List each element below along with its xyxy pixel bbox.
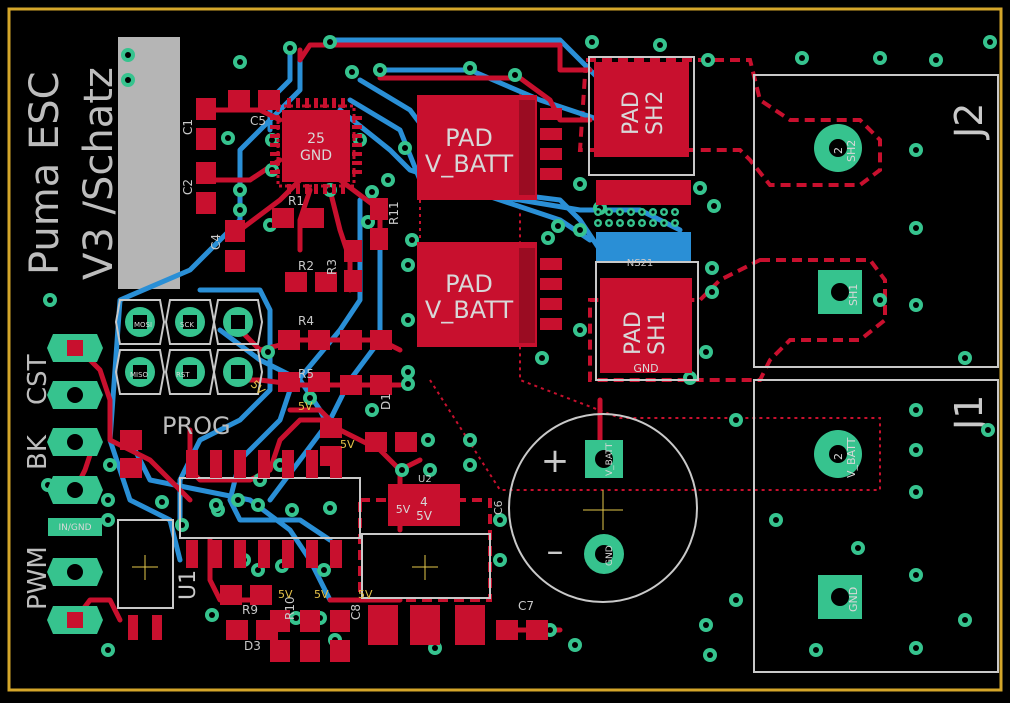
cap-minus: – (547, 531, 564, 571)
net-5v-2: 5V (340, 438, 355, 451)
pad-sh1-gnd: GND (633, 362, 658, 375)
left-header: CST BK PWM IN/GND (23, 334, 103, 634)
terminal-gnd: GND (818, 575, 862, 619)
j2-outline (753, 74, 999, 368)
pad-vbatt-bottom-line2: V_BATT (425, 296, 514, 324)
smd-components (120, 90, 548, 662)
u2-pin: 4 (420, 495, 428, 509)
ic-net: GND (300, 148, 332, 164)
prog-mosi: MOSI (134, 321, 152, 329)
c4-label: C4 (209, 234, 223, 250)
refdes-labels: C1 C2 C4 C5 C7 C8 R1 R2 R3 R4 R5 R9 R10 … (181, 114, 534, 653)
board-title-line1: Puma ESC (22, 71, 68, 275)
pwm-label: PWM (23, 546, 53, 610)
pad-sh2-line1: PAD (619, 91, 644, 135)
c8-label: C8 (349, 604, 363, 620)
j1-outline (753, 379, 999, 673)
u1-component: U1 (117, 519, 201, 640)
prog-rst: RST (176, 371, 190, 379)
r1-label: R1 (288, 194, 304, 208)
prog-sck: SCK (180, 321, 194, 329)
r3-label: R3 (325, 259, 339, 275)
r11-label: R11 (387, 201, 401, 225)
net-5v-5: 5V (358, 588, 373, 601)
net-5v-3: 5V (278, 588, 293, 601)
terminal-vbatt-label: V_BATT (845, 437, 858, 478)
net-labels: 5V 5V 5V 5V 5V 5V (248, 378, 373, 601)
terminal-sh2-num: 2 (832, 147, 845, 154)
ic-qfn: 25 GND (276, 104, 356, 188)
prog-pin-labels: MOSI SCK RST MISO (130, 321, 194, 379)
terminal-sh2: SH2 2 (814, 124, 862, 172)
board-title-line2: V3 /Schatz (76, 67, 122, 280)
pad-sh1: NS21 PAD SH1 GND (595, 232, 699, 381)
cap-plus: + (541, 441, 570, 481)
terminal-vbatt-num: 2 (832, 453, 845, 460)
terminal-sh2-label: SH2 (845, 140, 858, 162)
terminal-gnd-label: GND (847, 587, 860, 612)
terminal-sh1-label: SH1 (847, 284, 860, 306)
pad-vbatt-top-line2: V_BATT (425, 150, 514, 178)
board-outline (7, 7, 1003, 692)
ic-pin-number: 25 (307, 131, 325, 147)
u2-label: U2 (418, 474, 432, 485)
net-5v-1: 5V (298, 400, 313, 413)
net-5v-4: 5V (314, 588, 329, 601)
pad-vbatt-bottom-line1: PAD (445, 270, 493, 298)
cap-net-pos: V_BATT (605, 442, 615, 476)
c6-label: C6 (492, 500, 505, 515)
prog-miso: MISO (130, 371, 149, 379)
d3-label: D3 (244, 639, 261, 653)
pad-vbatt-bottom: PAD V_BATT (417, 242, 562, 347)
prog-label: PROG (162, 412, 231, 440)
r5-label: R5 (298, 367, 314, 381)
prog-header (114, 299, 264, 395)
c7-label: C7 (518, 599, 534, 613)
cst-label: CST (23, 354, 53, 405)
u2-regulator: U2 4 5V 5V (361, 474, 491, 645)
pad-sh1-line2: SH1 (645, 310, 670, 355)
u1-label: U1 (176, 570, 201, 600)
r4-label: R4 (298, 314, 314, 328)
terminal-vbatt: V_BATT 2 (814, 430, 862, 478)
bulk-capacitor: + – V_BATT GND C6 (492, 413, 698, 603)
u2-left-net: 5V (396, 503, 411, 516)
terminal-sh1: SH1 (818, 270, 862, 314)
u2-net: 5V (416, 509, 433, 523)
c5-label: C5 (250, 114, 266, 128)
r10-label: R10 (283, 596, 297, 620)
pad-sh1-sub: NS21 (627, 258, 654, 269)
prog-chip: PROG (162, 412, 361, 568)
c1-label: C1 (181, 119, 195, 135)
pad-sh2-line2: SH2 (643, 90, 668, 135)
pad-vbatt-top-line1: PAD (445, 124, 493, 152)
cap-net-neg: GND (605, 545, 615, 566)
via-group (41, 35, 997, 662)
pad-vbatt-top: PAD V_BATT (417, 95, 562, 200)
d1-label: D1 (379, 393, 393, 410)
r9-label: R9 (242, 603, 258, 617)
pad-sh1-line1: PAD (621, 311, 646, 355)
r2-label: R2 (298, 259, 314, 273)
pad-sh2: PAD SH2 (588, 56, 695, 205)
j2-label: J2 (947, 103, 991, 140)
c2-label: C2 (181, 179, 195, 195)
inout-gnd-label: IN/GND (58, 523, 91, 533)
thermal-via-array (594, 208, 679, 227)
bk-label: BK (23, 434, 53, 470)
